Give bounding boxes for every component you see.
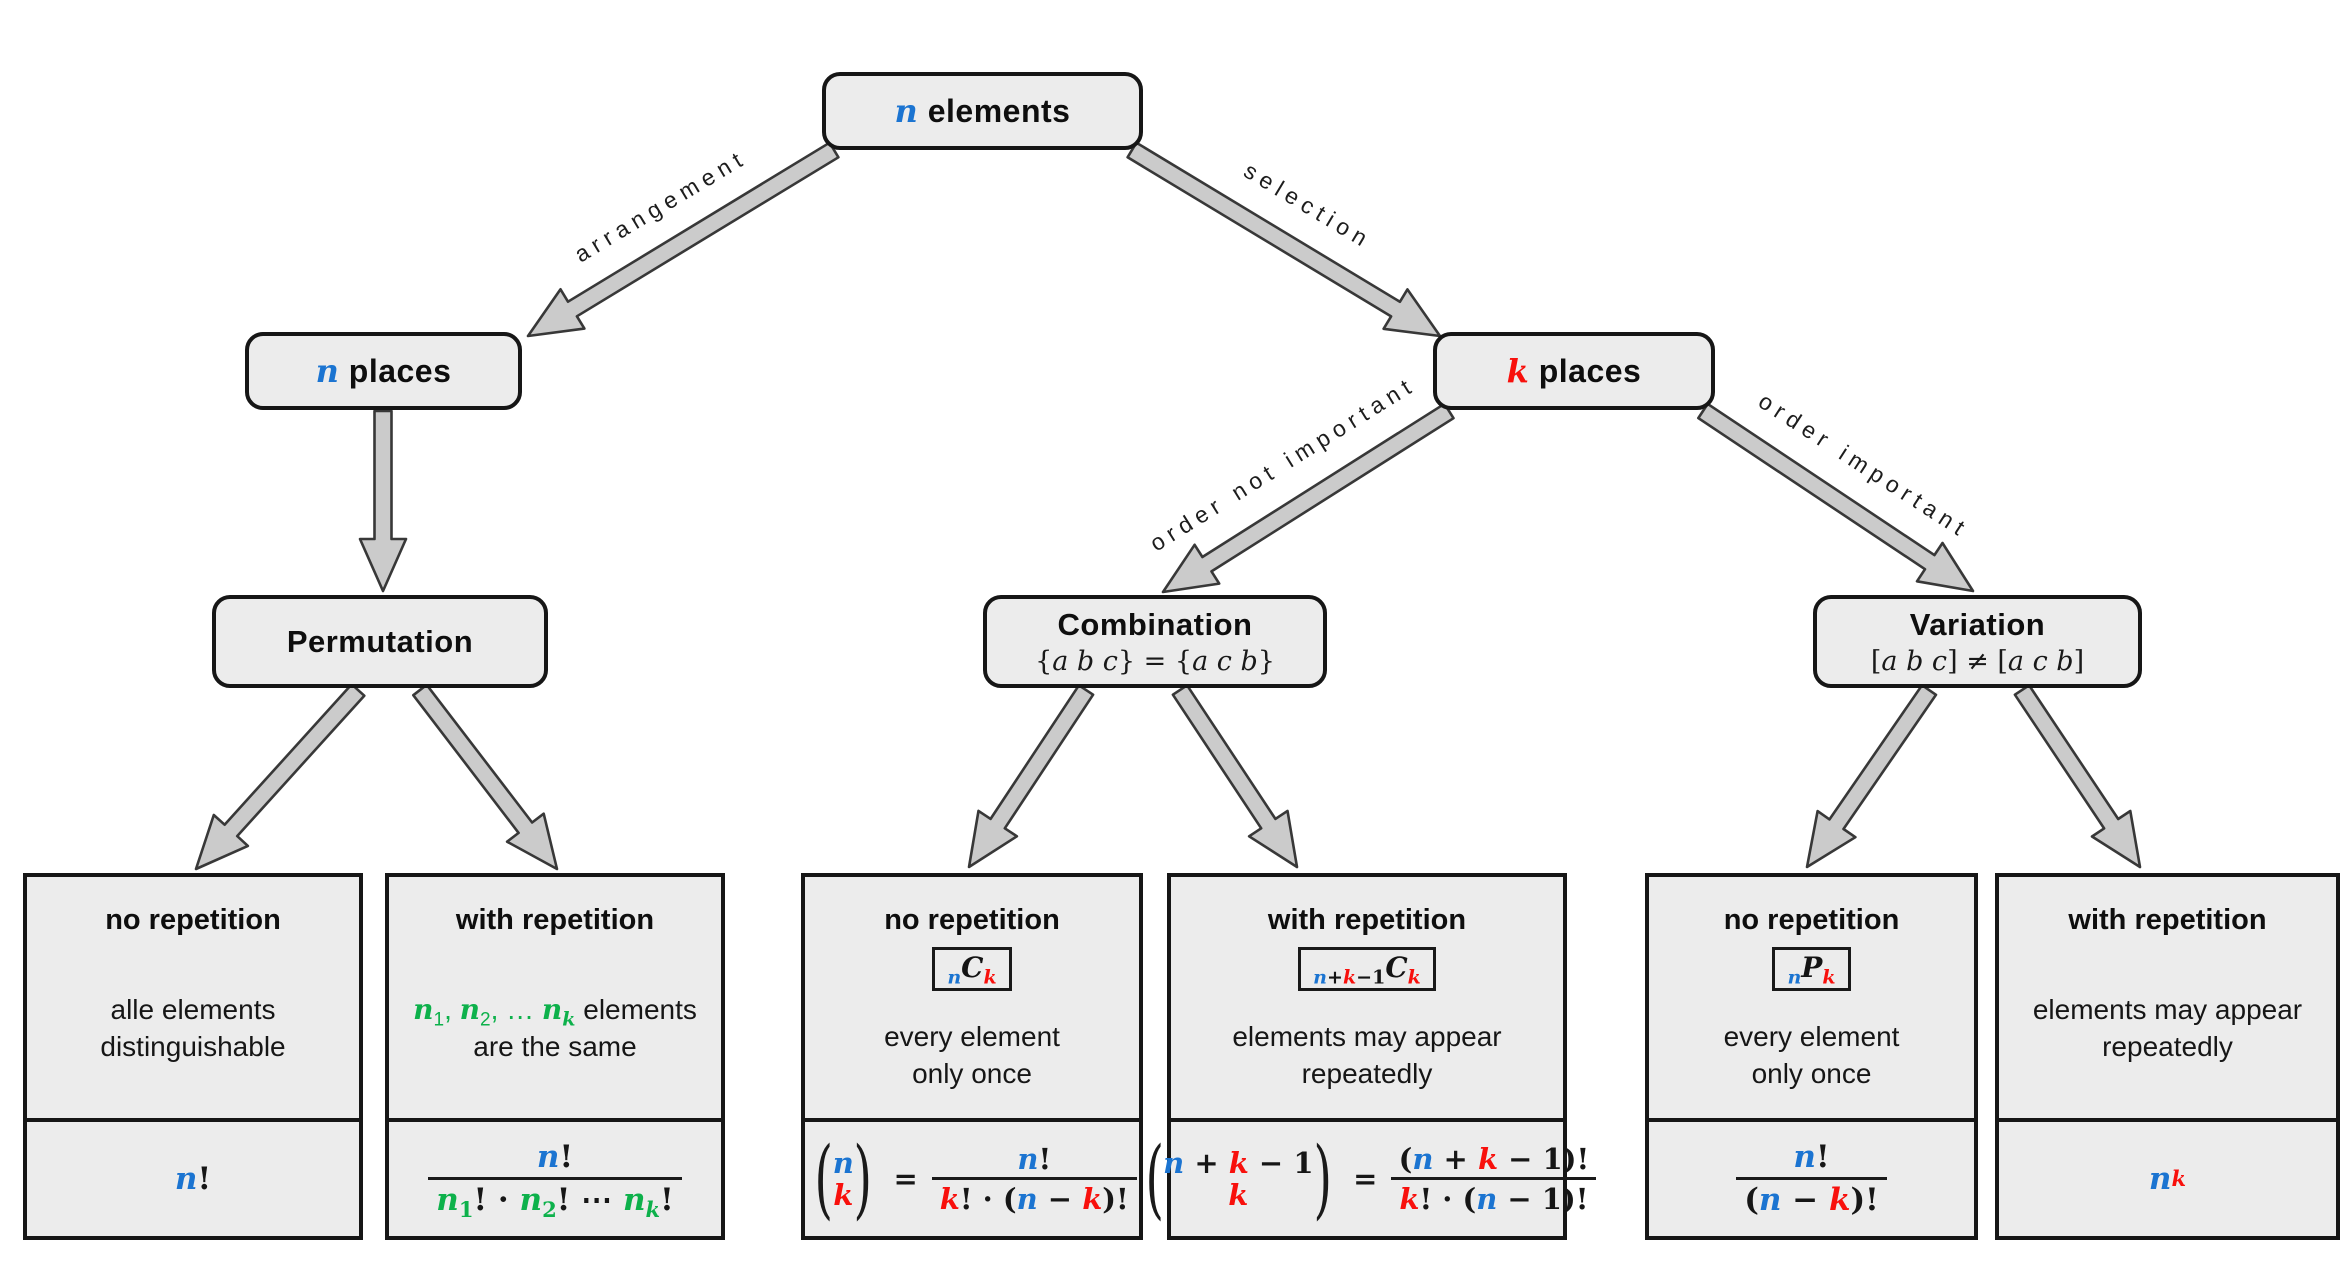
node-k-places: k places: [1433, 332, 1715, 410]
flow-arrow: [1805, 683, 1938, 869]
leaf-body-text: elements may appear repeatedly: [1232, 1020, 1502, 1089]
badge-n-plus-k-minus-1-Ck: n+k−1Ck: [1298, 947, 1436, 992]
leaf-description: no repetition nPk every element only onc…: [1649, 877, 1974, 1118]
leaf-heading: no repetition: [105, 904, 281, 936]
leaf-combination-with-repetition: with repetition n+k−1Ck elements may app…: [1145, 873, 1597, 1240]
node-title: Variation: [1909, 606, 2046, 642]
node-title: k places: [1506, 352, 1642, 390]
leaf-formula-panel: n!n1! · n2! ⋯ nk!: [389, 1118, 721, 1236]
formula-multinomial: n!n1! · n2! ⋯ nk!: [428, 1139, 682, 1220]
node-title: n elements: [894, 92, 1071, 130]
node-n-elements: n elements: [822, 72, 1143, 150]
leaf-combination-no-repetition: no repetition nCk every element only onc…: [801, 873, 1143, 1240]
flow-arrow: [1697, 402, 1975, 593]
leaf-body-text: n1, n2, … nk elements are the same: [413, 992, 697, 1062]
flow-arrow: [967, 683, 1095, 869]
flow-arrow: [358, 409, 408, 593]
leaf-body-text: alle elements distinguishable: [100, 993, 286, 1062]
flow-arrow: [2013, 683, 2142, 869]
node-title: n places: [315, 352, 452, 390]
flow-arrow: [411, 683, 559, 871]
leaf-body-text: elements may appear repeatedly: [2032, 993, 2303, 1062]
flow-arrow: [1161, 402, 1455, 594]
leaf-variation-no-repetition: no repetition nPk every element only onc…: [1645, 873, 1978, 1240]
flow-arrow: [1171, 683, 1299, 869]
formula-falling-factorial: n!(n − k)!: [1736, 1139, 1887, 1218]
leaf-heading: no repetition: [1723, 904, 1900, 936]
flow-arrow: [526, 141, 840, 338]
leaf-description: with repetition n1, n2, … nk elements ar…: [389, 877, 721, 1118]
node-subtitle: {a b c} = {a c b}: [1035, 645, 1275, 677]
leaf-description: with repetition n+k−1Ck elements may app…: [1171, 877, 1563, 1118]
node-variation: Variation [a b c] ≠ [a c b]: [1813, 595, 2142, 688]
leaf-formula-panel: n!: [27, 1118, 359, 1236]
leaf-description: no repetition alle elements distinguisha…: [27, 877, 359, 1118]
node-n-places: n places: [245, 332, 522, 410]
node-title: Combination: [1057, 606, 1253, 642]
leaf-body-text: every element only once: [1723, 1020, 1900, 1089]
flow-arrow: [1126, 141, 1442, 338]
leaf-body-text: every element only once: [884, 1020, 1060, 1089]
leaf-description: no repetition nCk every element only onc…: [805, 877, 1139, 1118]
formula-n-factorial: n!: [174, 1161, 212, 1197]
leaf-permutation-no-repetition: no repetition alle elements distinguisha…: [23, 873, 363, 1240]
badge-nCk: nCk: [932, 947, 1012, 992]
leaf-permutation-with-repetition: with repetition n1, n2, … nk elements ar…: [385, 873, 725, 1240]
node-permutation: Permutation: [212, 595, 548, 688]
leaf-variation-with-repetition: with repetition elements may appear repe…: [1995, 873, 2340, 1240]
node-subtitle: [a b c] ≠ [a c b]: [1870, 645, 2085, 677]
leaf-description: with repetition elements may appear repe…: [1999, 877, 2336, 1118]
node-combination: Combination {a b c} = {a c b}: [983, 595, 1327, 688]
leaf-heading: with repetition: [2068, 904, 2267, 936]
leaf-heading: with repetition: [1267, 904, 1467, 936]
leaf-heading: no repetition: [884, 904, 1060, 936]
badge-nPk: nPk: [1772, 947, 1851, 992]
node-title: Permutation: [286, 623, 474, 659]
leaf-formula-panel: n!(n − k)!: [1649, 1118, 1974, 1236]
leaf-heading: with repetition: [455, 904, 655, 936]
flow-arrow: [194, 682, 366, 871]
